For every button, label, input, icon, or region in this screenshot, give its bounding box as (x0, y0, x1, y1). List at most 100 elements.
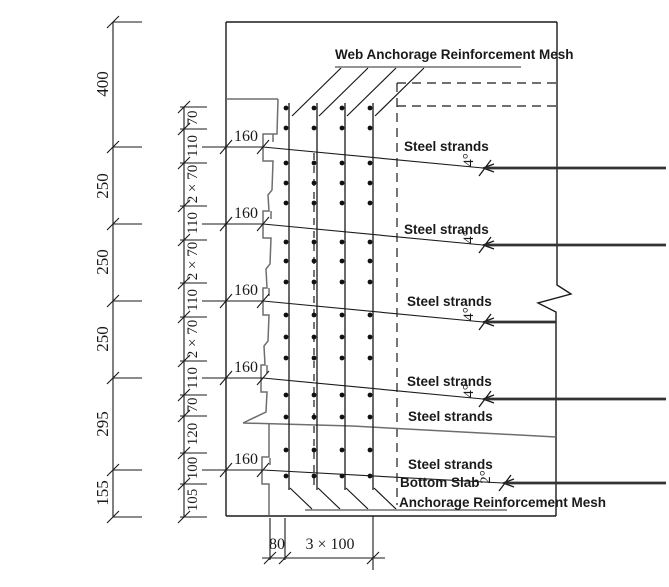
recess-dim-labels: 160 160 160 160 160 (234, 128, 258, 468)
bottom-slab-label: Bottom Slab (400, 475, 480, 490)
hidden-edges (313, 82, 557, 505)
rebar-dot (367, 334, 373, 340)
rebar-dot (283, 447, 289, 453)
dim-outer-295: 295 (93, 411, 112, 437)
rebar-dot (339, 105, 345, 111)
rebar-dot (311, 392, 317, 398)
rebar-dot (339, 312, 345, 318)
angle-label-1: 4° (461, 153, 477, 167)
rebar-dot (311, 200, 317, 206)
rebar-dot (283, 312, 289, 318)
web-mesh-label: Web Anchorage Reinforcement Mesh (335, 47, 574, 62)
strand-angle-labels: 4° 4° 4° 4° 2° (461, 153, 494, 484)
rebar-dot (311, 258, 317, 264)
dim-inner-2x70a: 2 × 70 (185, 165, 201, 203)
dim-outer-155: 155 (93, 480, 112, 506)
outer-dimension-line (106, 15, 142, 524)
anchorage-mesh-label: Anchorage Reinforcement Mesh (399, 495, 606, 510)
rebar-dot (283, 258, 289, 264)
dim-recess-3: 160 (234, 282, 258, 299)
rebar-dot (311, 312, 317, 318)
rebar-dot (367, 180, 373, 186)
dim-inner-110b: 110 (185, 212, 201, 234)
strand-arrows (478, 159, 666, 492)
rebar-dot (283, 160, 289, 166)
rebar-dot (311, 414, 317, 420)
rebar-dot (339, 334, 345, 340)
rebar-dot (311, 180, 317, 186)
dim-inner-100: 100 (185, 457, 201, 480)
rebar-dot (339, 200, 345, 206)
rebar-dot (339, 160, 345, 166)
rebar-dot (283, 392, 289, 398)
rebar-dot (339, 258, 345, 264)
rebar-dot (339, 392, 345, 398)
dim-bottom-80: 80 (269, 536, 285, 553)
rebar-dot (367, 312, 373, 318)
dim-outer-400: 400 (93, 71, 112, 97)
mesh-bars (288, 103, 374, 490)
dim-recess-5: 160 (234, 451, 258, 468)
rebar-dot (339, 180, 345, 186)
steel-strands-label-4: Steel strands (407, 374, 492, 389)
girder-outline (225, 21, 573, 517)
rebar-dot (367, 258, 373, 264)
steel-strands-label-3: Steel strands (407, 294, 492, 309)
dim-inner-105: 105 (185, 489, 201, 512)
rebar-dot (311, 334, 317, 340)
rebar-dot (367, 447, 373, 453)
rebar-dot (367, 200, 373, 206)
inner-dimension-line (177, 100, 207, 524)
angle-label-3: 4° (461, 307, 477, 321)
rebar-dot (367, 239, 373, 245)
bottom-dimension-line (262, 516, 385, 570)
rebar-dot (283, 334, 289, 340)
angle-label-4: 4° (461, 384, 477, 398)
dim-outer-250a: 250 (93, 173, 112, 199)
rebar-dot (311, 355, 317, 361)
slab-top-edge (242, 422, 557, 438)
rebar-dot (367, 414, 373, 420)
rebar-dot (311, 239, 317, 245)
rebar-dot (283, 239, 289, 245)
rebar-dot (367, 105, 373, 111)
dim-inner-110a: 110 (185, 135, 201, 157)
dim-recess-1: 160 (234, 128, 258, 145)
rebar-dot (283, 414, 289, 420)
rebar-dot (311, 160, 317, 166)
rebar-dot (339, 447, 345, 453)
dim-inner-2x70c: 2 × 70 (185, 320, 201, 358)
rebar-dot (311, 105, 317, 111)
angle-label-2: 4° (461, 230, 477, 244)
dim-outer-250c: 250 (93, 326, 112, 352)
rebar-dot (283, 200, 289, 206)
break-line (536, 22, 573, 516)
dim-inner-110c: 110 (185, 289, 201, 311)
rebar-dot (283, 279, 289, 285)
rebar-dot (311, 473, 317, 479)
dim-inner-70a: 70 (185, 111, 201, 126)
steel-strands-label-1: Steel strands (404, 139, 489, 154)
web-profile (226, 98, 557, 515)
inner-dim-labels: 70 110 2 × 70 110 2 × 70 110 2 × 70 110 … (185, 111, 201, 512)
rebar-dot (339, 355, 345, 361)
dim-outer-250b: 250 (93, 249, 112, 275)
dim-recess-4: 160 (234, 359, 258, 376)
rebar-dot (283, 105, 289, 111)
steel-strands-label-6: Steel strands (408, 457, 493, 472)
dim-inner-110d: 110 (185, 367, 201, 389)
steel-strands-label-2: Steel strands (404, 222, 489, 237)
rebar-dot (367, 279, 373, 285)
rebar-dots (283, 105, 373, 479)
dim-inner-2x70b: 2 × 70 (185, 242, 201, 280)
rebar-dot (283, 355, 289, 361)
bottom-dim-labels: 80 3 × 100 (269, 536, 355, 553)
rebar-dot (339, 414, 345, 420)
rebar-dot (283, 180, 289, 186)
rebar-dot (283, 125, 289, 131)
strand-lines (202, 139, 504, 484)
dim-inner-70b: 70 (185, 398, 201, 413)
rebar-dot (311, 447, 317, 453)
